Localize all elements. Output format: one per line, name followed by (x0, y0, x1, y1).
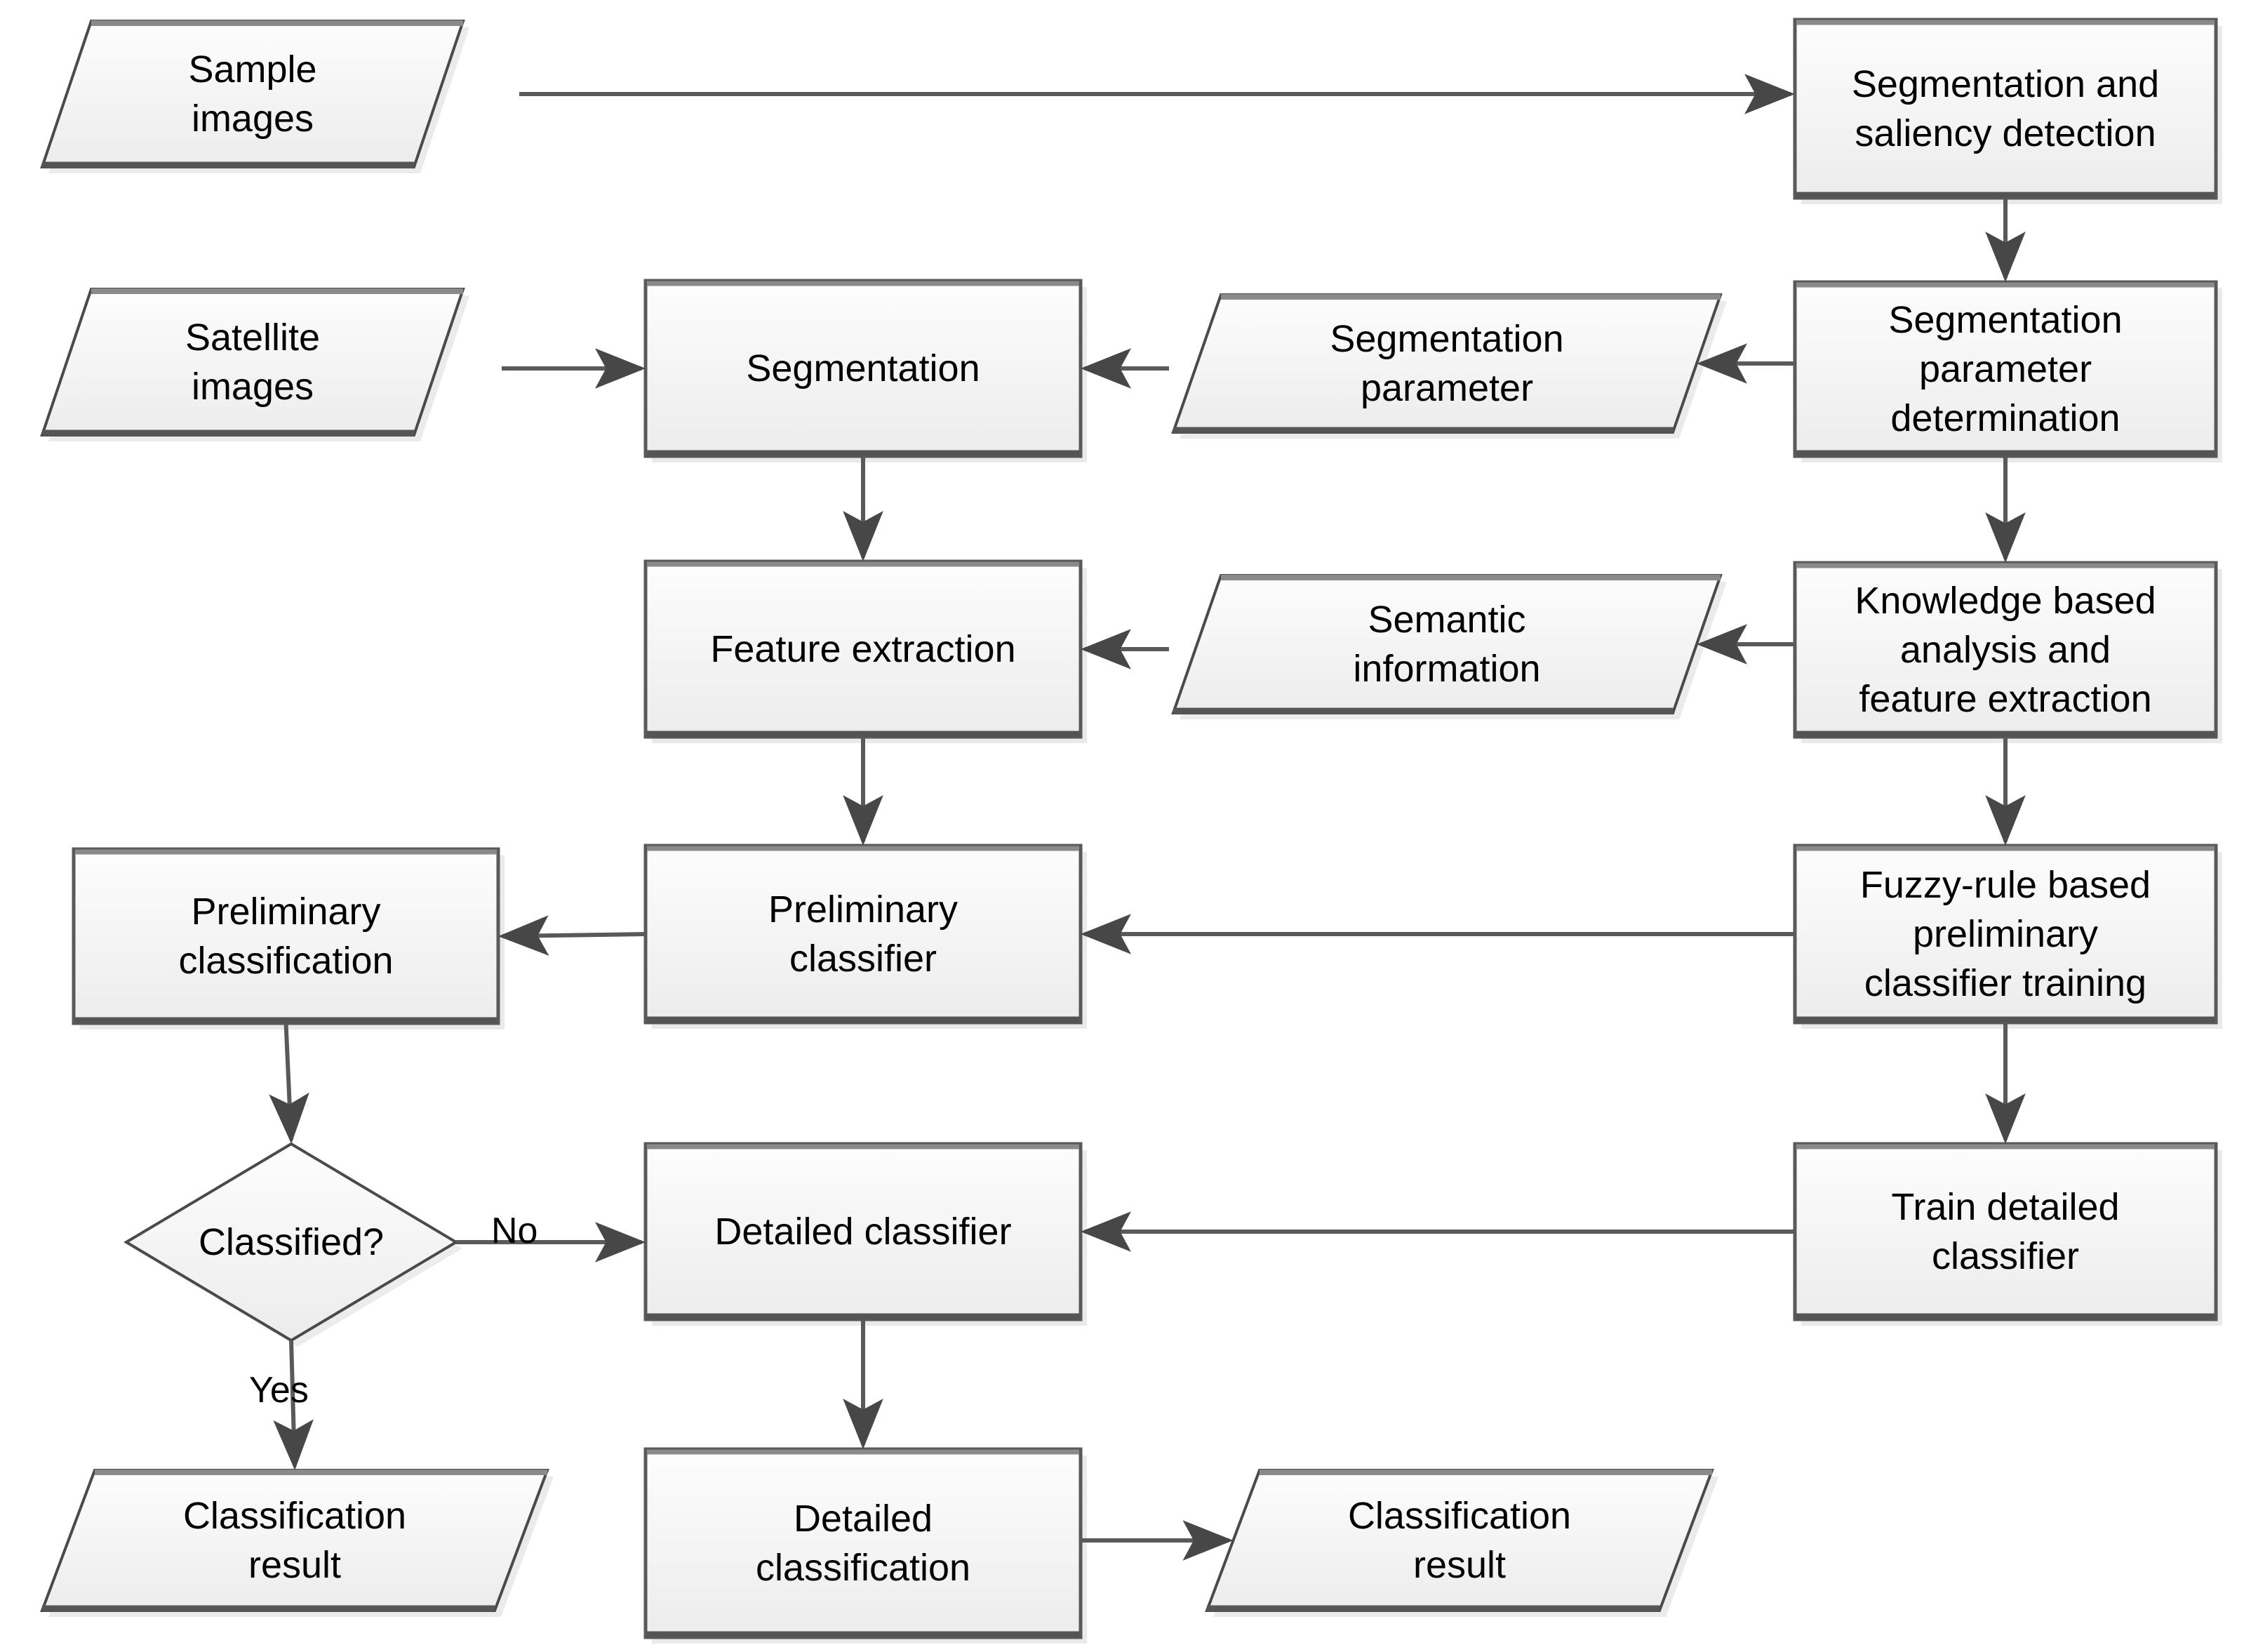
node-feature-extraction[interactable] (643, 559, 1087, 743)
node-preliminary-classification[interactable] (72, 847, 505, 1030)
edges-layer (269, 74, 2026, 1561)
node-detailed-classifier[interactable] (643, 1142, 1087, 1326)
node-detailed-classification[interactable] (643, 1447, 1087, 1644)
node-preliminary-classifier[interactable] (643, 844, 1087, 1029)
edge-e-prelimclf-to-prelimcls (498, 915, 646, 956)
node-fuzzy-rule-training[interactable] (1793, 844, 2222, 1029)
node-semantic-information[interactable] (1171, 574, 1727, 719)
node-classified-decision[interactable] (123, 1142, 462, 1347)
edge-e-prelimcls-to-decision (269, 1022, 309, 1144)
node-segmentation-saliency[interactable] (1793, 18, 2222, 204)
node-segmentation-parameter[interactable] (1171, 293, 1727, 439)
edge-e-decision-yes (273, 1340, 314, 1470)
node-classification-result-final[interactable] (1205, 1469, 1718, 1617)
shapes-layer (40, 18, 2222, 1644)
node-knowledge-based-analysis[interactable] (1793, 561, 2222, 743)
node-classification-result-yes[interactable] (40, 1469, 554, 1617)
node-train-detailed-classifier[interactable] (1793, 1142, 2222, 1326)
node-sample-images[interactable] (40, 20, 469, 173)
node-satellite-images[interactable] (40, 288, 469, 441)
node-segmentation-param-det[interactable] (1793, 280, 2222, 462)
node-segmentation[interactable] (643, 279, 1087, 462)
